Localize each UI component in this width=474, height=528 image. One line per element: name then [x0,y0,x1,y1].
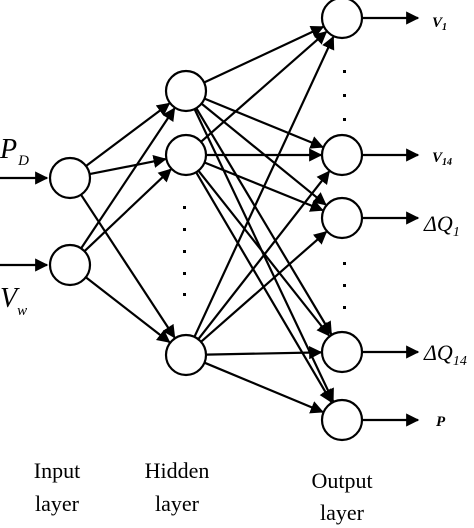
caption-hidden-line2: layer [155,491,200,516]
output-node-1 [320,133,364,177]
edge-hidden2-output1 [197,170,330,340]
edge-hidden0-output3 [195,107,333,336]
input-node-1 [48,243,92,287]
caption-output-line2: layer [320,500,365,525]
output-label-dq1: ΔQ1 [423,211,460,240]
hidden-node-0 [164,69,208,113]
edge-input0-hidden2 [80,194,176,339]
edge-input1-hidden2 [85,276,171,343]
connection-edges [80,25,335,414]
caption-input-line2: layer [35,491,80,516]
output-node-0 [320,0,364,40]
edge-hidden2-output0 [193,35,335,338]
edge-hidden1-output3 [197,170,330,337]
caption-hidden-line1: Hidden [145,458,210,483]
edge-hidden1-output0 [200,31,328,143]
network-nodes [48,0,364,442]
edge-hidden0-output0 [203,25,325,84]
edge-input0-hidden1 [89,154,167,176]
hidden-node-1 [164,133,208,177]
output-ellipsis-mid [343,262,346,309]
edge-hidden0-output1 [204,97,324,149]
input-label-vw: Vw [0,283,27,319]
output-node-3 [320,330,364,374]
edge-input1-hidden1 [83,168,172,252]
hidden-node-2 [164,333,208,377]
output-label-p: P [436,414,446,430]
output-label-dq14: ΔQ14 [423,340,467,369]
caption-input-line1: Input [34,458,80,483]
input-node-0 [48,156,92,200]
output-label-v14: V14 [432,150,452,168]
edge-hidden2-output4 [204,361,324,414]
edge-hidden2-output2 [200,231,328,343]
output-ellipsis-top [343,70,346,121]
edge-hidden2-output3 [205,346,323,360]
output-label-v1: V1 [432,15,447,33]
caption-output-line1: Output [311,468,372,493]
output-node-4 [320,398,364,442]
edge-input1-hidden0 [80,107,176,250]
input-label-pd: PD [0,134,29,169]
hidden-ellipsis [183,206,186,296]
edge-input0-hidden0 [85,102,171,167]
output-node-2 [320,196,364,240]
